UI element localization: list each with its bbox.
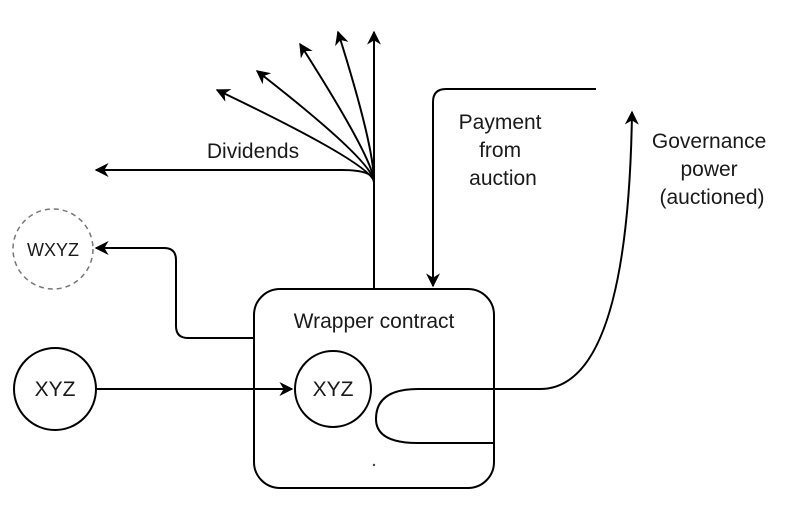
governance-label-line-2: power — [680, 158, 737, 181]
dividend-arrow-3 — [299, 42, 375, 183]
payment-label-line-2: from — [479, 139, 521, 162]
wrapper-dot — [372, 463, 376, 467]
dividend-arrow-left — [94, 163, 375, 183]
payment-label: Payment from auction — [459, 111, 548, 190]
payment-label-line-3: auction — [469, 167, 537, 190]
governance-label-line-1: Governance — [652, 130, 766, 153]
xyz-inner-node — [294, 350, 372, 428]
xyz-outer-label: XYZ — [35, 378, 76, 401]
governance-label-line-3: (auctioned) — [659, 186, 764, 209]
dividend-arrow-2 — [335, 30, 375, 183]
governance-loop — [374, 388, 494, 444]
payment-arrow — [426, 88, 596, 288]
governance-arrow — [494, 110, 639, 390]
wrapper-contract-label: Wrapper contract — [294, 310, 455, 333]
wxyz-node — [12, 208, 94, 290]
mint-wxyz-arrow — [94, 241, 254, 339]
xyz-inner-label: XYZ — [313, 378, 354, 401]
payment-label-line-1: Payment — [459, 111, 542, 134]
dividend-arrow-5 — [215, 89, 375, 183]
governance-label: Governance power (auctioned) — [652, 130, 772, 209]
dividends-label: Dividends — [207, 140, 299, 163]
wxyz-label: WXYZ — [27, 240, 79, 260]
